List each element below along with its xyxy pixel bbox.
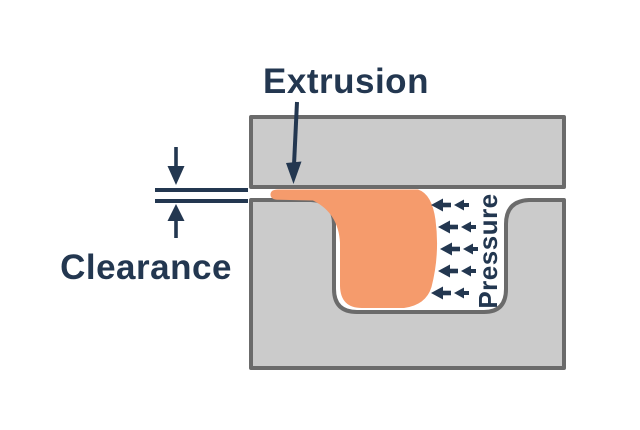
extrusion-arrow-head xyxy=(286,161,302,184)
extrusion-arrow xyxy=(286,101,302,184)
clearance-dimension-lines xyxy=(155,188,248,203)
clearance-upper-line xyxy=(155,188,248,192)
clearance-arrow-down-shaft xyxy=(174,147,178,168)
clearance-lower-line xyxy=(155,199,248,203)
pressure-arrows xyxy=(431,198,478,300)
extrusion-arrow-shaft xyxy=(292,101,299,166)
upper-die-block xyxy=(249,115,566,189)
clearance-label: Clearance xyxy=(60,248,232,287)
extruded-material xyxy=(270,189,438,308)
clearance-dimension-arrows xyxy=(167,147,185,238)
extrusion-label: Extrusion xyxy=(263,62,429,101)
clearance-arrow-down-head xyxy=(167,166,185,185)
clearance-arrow-up-shaft xyxy=(174,217,178,238)
pressure-label: Pressure xyxy=(473,193,503,308)
clearance-arrow-up-head xyxy=(167,204,185,221)
